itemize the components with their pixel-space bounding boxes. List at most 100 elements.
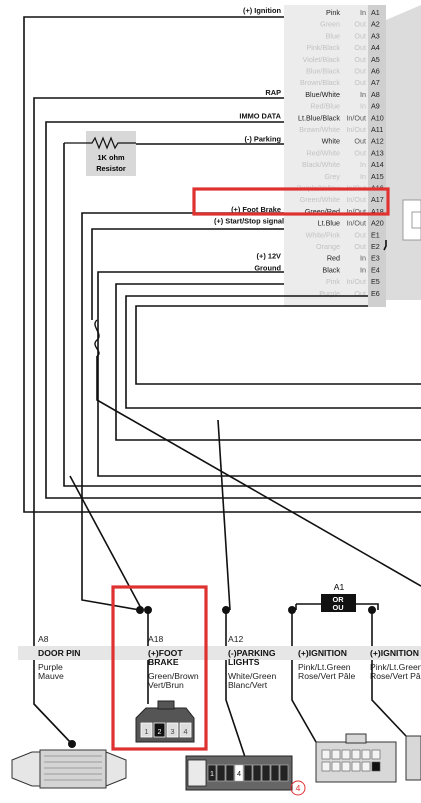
- wire: [33, 703, 73, 745]
- pin-function-label: (-) Parking: [244, 135, 281, 144]
- pin-color: Orange: [316, 242, 340, 251]
- wire: [91, 228, 284, 320]
- pin-color: Blue/White: [305, 90, 340, 99]
- brake-plug-pin-number: 4: [184, 727, 188, 736]
- pin-color: Red/Blue: [310, 102, 340, 111]
- wire: [97, 271, 421, 477]
- ignition-plug-pin: [351, 749, 361, 760]
- parking-plug-pin-number: 4: [237, 769, 241, 778]
- pin-id: A18: [371, 207, 384, 216]
- pin-color: Green/White: [300, 195, 340, 204]
- pin-direction: In: [360, 172, 366, 181]
- resistor-value: 1K ohm: [97, 153, 125, 162]
- pin-direction: In/Out: [346, 207, 366, 216]
- connector-wire-color: Purple: [38, 662, 63, 672]
- connector-wire-color: Pink/Lt.Green: [370, 662, 421, 672]
- wire: [295, 603, 379, 610]
- pin-direction: Out: [354, 43, 366, 52]
- or-box: A1 OR OU: [321, 582, 356, 612]
- connector-wire-color: Green/Brown: [148, 671, 199, 681]
- pin-id: E5: [371, 277, 380, 286]
- ignition-plug-pin: [341, 749, 351, 760]
- pin-id: A11: [371, 125, 383, 134]
- ignition-plug-pin: [331, 761, 341, 772]
- wire: [135, 305, 421, 385]
- pin-color: Red/White: [306, 148, 340, 157]
- pin-color: Pink: [326, 8, 340, 17]
- wire-junction: [136, 605, 145, 614]
- wire-junction: [367, 605, 376, 614]
- pin-direction: Out: [354, 78, 366, 87]
- pin-color: Black: [322, 265, 340, 274]
- wire-junction: [287, 605, 296, 614]
- parking-plug-pin: [216, 764, 226, 782]
- pin-direction: In: [360, 160, 366, 169]
- connector-notches: [402, 199, 421, 241]
- pin-color: Lt.Blue/Black: [298, 113, 340, 122]
- pin-id: A3: [371, 31, 380, 40]
- parking-plug-pin: [252, 764, 262, 782]
- connector-wire-color: Pink/Lt.Green: [298, 662, 351, 672]
- pin-color: Grey: [324, 172, 340, 181]
- ignition-plug-pin: [321, 749, 331, 760]
- pin-direction: In/Out: [346, 219, 366, 228]
- door-pin-switch: [11, 749, 127, 789]
- pin-function-label: (+) 12V: [257, 252, 282, 261]
- pin-color: Green/Red: [305, 207, 340, 216]
- connector-wire-color: Rose/Vert Pâle: [370, 671, 421, 681]
- pin-id: E4: [371, 265, 380, 274]
- pin-color: Red: [327, 254, 340, 263]
- connector-pin: A12: [228, 634, 244, 644]
- wire-junction: [222, 605, 231, 614]
- pin-id: E6: [371, 289, 380, 298]
- parking-plug-pin: [279, 764, 289, 782]
- parking-plug-pin-number: 1: [210, 769, 214, 778]
- wire: [291, 610, 317, 743]
- connector-title: BRAKE: [148, 657, 179, 667]
- highlight-foot-brake-pin: [192, 187, 390, 216]
- pin-color: Brown/Black: [300, 78, 340, 87]
- brake-plug-pin: [140, 722, 153, 738]
- connector-title: (-)PARKING: [228, 648, 276, 658]
- pin-direction: Out: [354, 242, 366, 251]
- wire: [217, 419, 231, 611]
- pin-direction: In: [360, 90, 366, 99]
- pin-id: A7: [371, 78, 380, 87]
- pin-color: Violet/Black: [303, 55, 341, 64]
- resistor: 1K ohm Resistor: [64, 131, 136, 176]
- brake-plug-pin: [166, 722, 179, 738]
- pin-direction: In: [360, 102, 366, 111]
- ignition-plug-pin: [371, 749, 381, 760]
- wire: [69, 475, 143, 611]
- parking-plug-pin: [234, 764, 244, 782]
- parking-plug-pin: [243, 764, 253, 782]
- wire: [125, 295, 421, 409]
- pin-id: E1: [371, 230, 380, 239]
- footer-marker-number: 4: [296, 783, 301, 793]
- pin-id: A1: [371, 8, 380, 17]
- pin-id: A4: [371, 43, 380, 52]
- pin-id: A20: [371, 219, 384, 228]
- pin-direction: In/Out: [346, 195, 366, 204]
- brake-plug-pin-number: 3: [171, 727, 175, 736]
- pin-id-column: [368, 5, 386, 307]
- pin-color: Green: [320, 20, 340, 29]
- pin-id: E3: [371, 254, 380, 263]
- footer-marker: 4: [290, 780, 306, 796]
- wire: [81, 212, 284, 611]
- parking-plug-pin: [270, 764, 280, 782]
- pin-id: A9: [371, 102, 380, 111]
